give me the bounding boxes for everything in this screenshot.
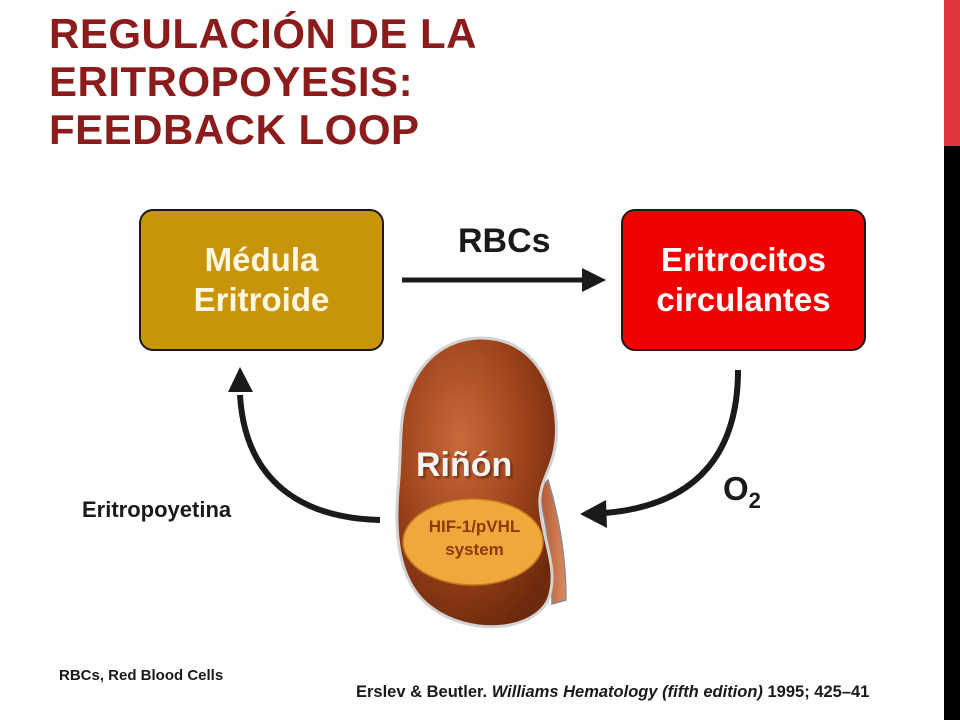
reference-citation: Erslev & Beutler. Williams Hematology (f… (356, 683, 869, 702)
hif-line-2: system (445, 540, 504, 559)
eritrocitos-line-2: circulantes (656, 281, 831, 318)
ref-authors: Erslev & Beutler. (356, 683, 492, 701)
title-line-1: REGULACIÓN DE LA (49, 10, 477, 57)
epo-arrow (228, 367, 381, 523)
o2-arrow (580, 369, 741, 528)
o2-label: O2 (723, 470, 761, 514)
title-line-2: ERITROPOYESIS: (49, 58, 414, 105)
kidney-illustration (395, 336, 567, 629)
medula-line-1: Médula (204, 241, 319, 278)
o2-subscript: 2 (748, 488, 761, 513)
hif-line-1: HIF-1/pVHL (428, 517, 521, 536)
title-line-3: FEEDBACK LOOP (49, 106, 420, 153)
rinon-label: Riñón (416, 446, 513, 484)
accent-bar-red (944, 0, 960, 146)
hif-system-label: HIF-1/pVHL system (407, 515, 542, 561)
eritrocitos-line-1: Eritrocitos (660, 241, 827, 278)
eritrocitos-circulantes-box: Eritrocitos circulantes (621, 209, 866, 351)
ref-source: Williams Hematology (fifth edition) (491, 683, 763, 701)
abbreviation-footnote: RBCs, Red Blood Cells (59, 667, 224, 684)
medula-eritroide-box: Médula Eritroide (139, 209, 384, 351)
medula-line-2: Eritroide (193, 281, 330, 318)
slide-title: REGULACIÓN DE LA ERITROPOYESIS: FEEDBACK… (49, 10, 477, 154)
ref-details: 1995; 425–41 (762, 683, 870, 701)
rbcs-label: RBCs (458, 222, 551, 260)
accent-bar-black (944, 146, 960, 720)
o2-main: O (723, 470, 749, 507)
eritropoyetina-label: Eritropoyetina (82, 497, 232, 522)
rbcs-arrow (402, 268, 606, 292)
